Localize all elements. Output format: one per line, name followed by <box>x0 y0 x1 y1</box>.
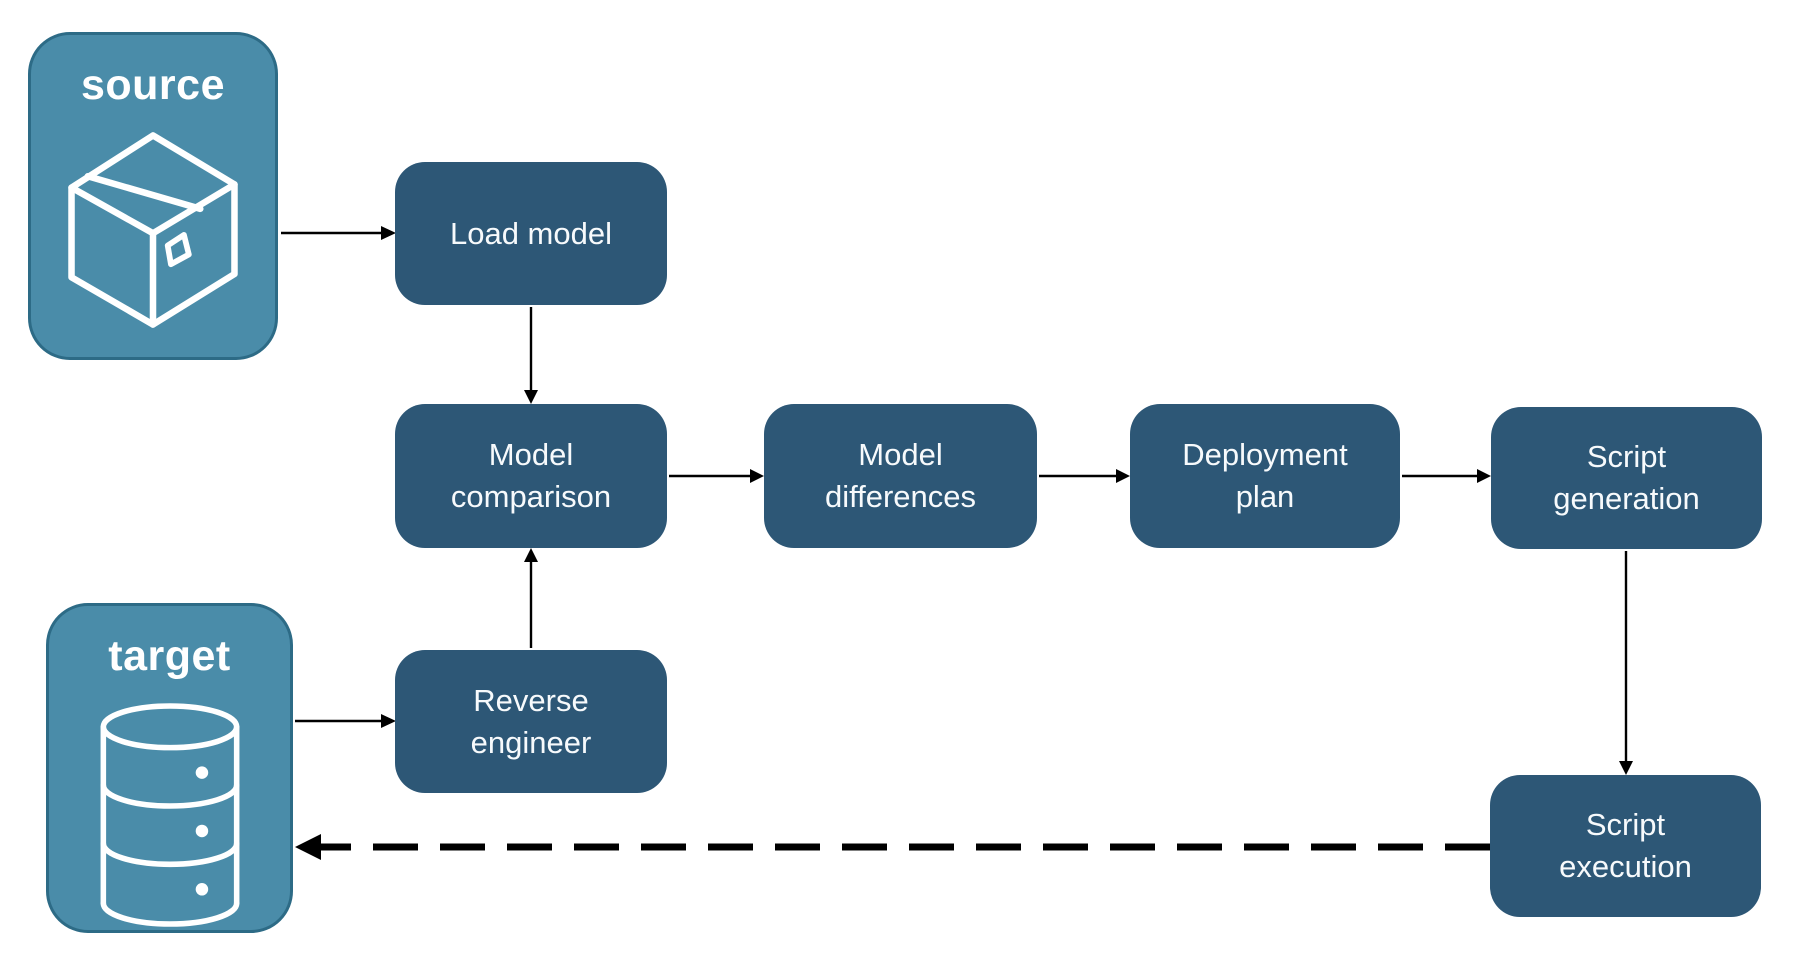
node-model-differences-label: Model differences <box>824 437 977 514</box>
arrow-model-comparison-to-model-differences <box>669 469 764 483</box>
node-model-comparison: Model comparison <box>395 404 667 548</box>
target-label: target <box>108 632 231 680</box>
node-load-model: Load model <box>395 162 667 305</box>
node-model-comparison-label: Model comparison <box>450 437 612 514</box>
arrow-deployment-plan-to-script-generation <box>1402 469 1491 483</box>
node-script-execution-label: Script execution <box>1559 807 1692 884</box>
node-deployment-plan-label: Deployment plan <box>1182 437 1348 514</box>
arrow-reverse-engineer-to-model-comparison <box>524 548 538 648</box>
node-reverse-engineer: Reverse engineer <box>395 650 667 793</box>
node-load-model-label: Load model <box>449 215 612 251</box>
arrow-target-to-reverse-engineer <box>295 714 396 728</box>
arrow-model-differences-to-deployment-plan <box>1039 469 1130 483</box>
source-label: source <box>80 61 225 109</box>
package-icon <box>65 128 241 332</box>
node-deployment-plan: Deployment plan <box>1130 404 1400 548</box>
node-script-generation: Script generation <box>1491 407 1762 549</box>
arrow-load-model-to-model-comparison <box>524 307 538 404</box>
node-model-differences: Model differences <box>764 404 1037 548</box>
target-block: target <box>46 603 293 933</box>
source-block: source <box>28 32 278 360</box>
arrow-script-execution-to-target-dashed <box>295 834 1490 860</box>
arrow-source-to-load-model <box>281 226 396 240</box>
node-script-generation-label: Script generation <box>1553 439 1700 516</box>
node-reverse-engineer-label: Reverse engineer <box>470 682 592 760</box>
arrow-script-generation-to-script-execution <box>1619 551 1633 775</box>
node-script-execution: Script execution <box>1490 775 1761 917</box>
database-icon <box>95 699 245 931</box>
